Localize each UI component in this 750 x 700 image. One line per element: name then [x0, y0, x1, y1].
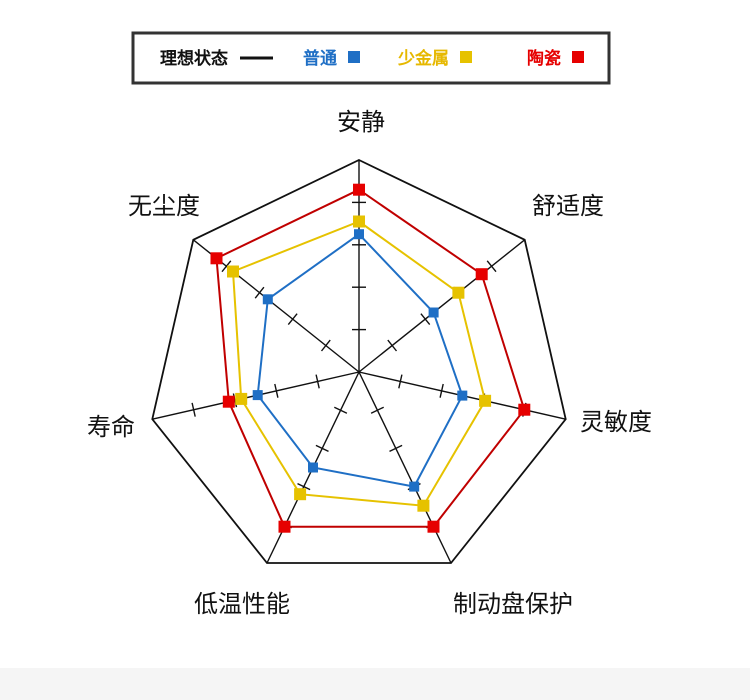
marker-3-5 — [222, 395, 235, 408]
axis-label-lifespan: 寿命 — [87, 413, 135, 441]
axis-label-low-temp: 低温性能 — [194, 590, 290, 618]
tick-6-8 — [221, 260, 232, 273]
tick-4-2 — [333, 406, 348, 414]
marker-1-4 — [308, 462, 318, 473]
legend-swatch-ceramic — [572, 51, 584, 63]
marker-3-2 — [518, 403, 531, 416]
series-line-3 — [215, 188, 526, 528]
marker-3-0 — [353, 183, 365, 196]
marker-1-2 — [457, 390, 468, 401]
tick-1-8 — [486, 260, 497, 273]
axis-label-quiet: 安静 — [337, 108, 385, 136]
marker-2-1 — [452, 286, 465, 299]
tick-3-2 — [370, 406, 385, 414]
spoke-1 — [358, 239, 526, 373]
tick-1-2 — [387, 339, 398, 352]
axis-labels: 安静 舒适度 灵敏度 制动盘保护 低温性能 寿命 无尘度 — [87, 108, 652, 618]
marker-2-2 — [479, 394, 492, 407]
tick-3-4 — [389, 444, 403, 453]
outer-heptagon — [151, 159, 567, 564]
tick-2-4 — [439, 383, 444, 398]
footer-strip — [0, 668, 750, 700]
marker-3-3 — [427, 520, 440, 533]
tick-6-4 — [287, 313, 298, 326]
legend-swatch-normal — [348, 51, 360, 63]
tick-4-4 — [315, 444, 329, 453]
marker-1-6 — [262, 294, 273, 305]
legend-label-ideal: 理想状态 — [160, 48, 228, 69]
marker-2-6 — [227, 265, 239, 278]
tick-6-2 — [320, 339, 331, 352]
marker-1-3 — [409, 481, 420, 492]
axis-label-rotor-protection: 制动盘保护 — [453, 590, 573, 618]
legend-label-normal: 普通 — [303, 48, 337, 69]
marker-3-6 — [210, 252, 223, 265]
marker-2-5 — [235, 392, 248, 405]
series-markers — [210, 183, 531, 533]
series-line-2 — [231, 220, 487, 507]
marker-3-4 — [278, 520, 291, 533]
axis-label-sensitivity: 灵敏度 — [580, 408, 652, 436]
series-line-1 — [256, 232, 464, 488]
tick-6-6 — [254, 286, 265, 299]
legend-box — [131, 31, 611, 85]
marker-1-0 — [354, 229, 364, 240]
spoke-3 — [358, 371, 452, 564]
axis-label-dust-free: 无尘度 — [128, 192, 200, 220]
series-lines — [215, 188, 526, 528]
marker-2-4 — [294, 488, 307, 501]
tick-2-2 — [398, 374, 403, 389]
marker-2-0 — [353, 215, 365, 228]
tick-5-8 — [191, 402, 196, 417]
tick-5-4 — [274, 383, 279, 398]
marker-1-5 — [252, 390, 263, 401]
marker-1-1 — [428, 307, 439, 318]
legend-label-low-metal: 少金属 — [397, 48, 449, 69]
legend-swatch-low-metal — [460, 51, 472, 63]
legend: 理想状态 普通 少金属 陶瓷 — [131, 31, 611, 85]
axis-label-comfort: 舒适度 — [532, 192, 604, 220]
legend-label-ceramic: 陶瓷 — [527, 48, 561, 69]
tick-1-4 — [420, 313, 431, 326]
marker-2-3 — [417, 499, 430, 512]
radar-grid — [151, 159, 567, 564]
tick-4-6 — [297, 482, 311, 491]
tick-5-2 — [315, 374, 320, 389]
marker-3-1 — [475, 268, 488, 281]
